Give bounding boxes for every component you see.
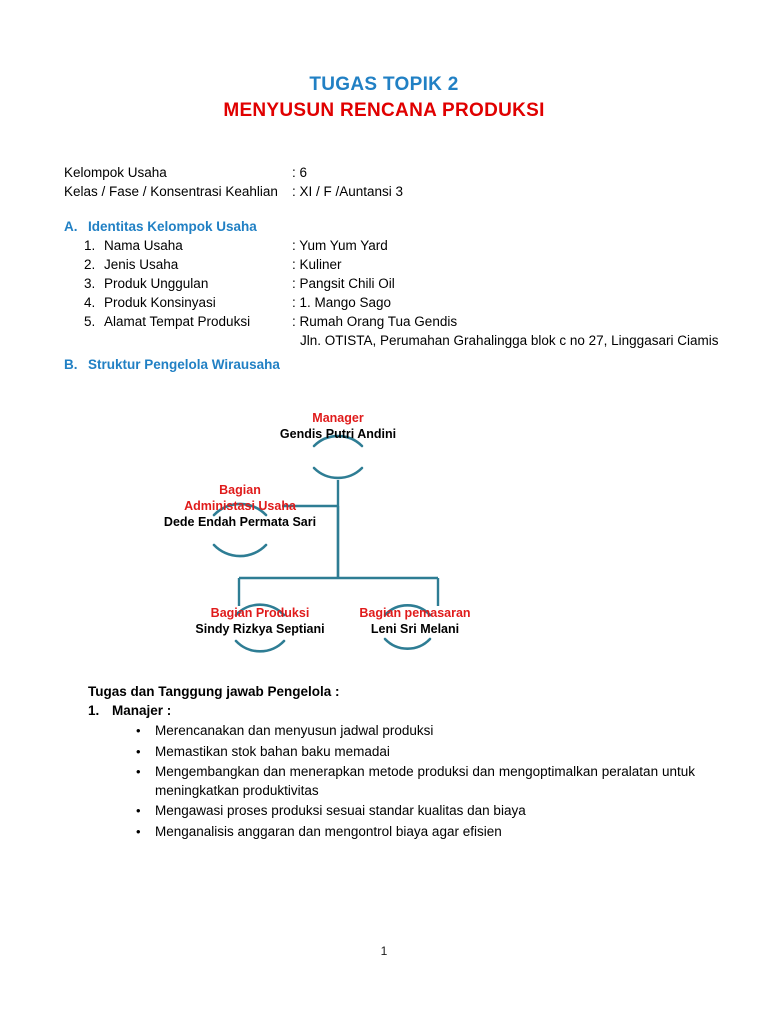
item-value: : 1. Mango Sago <box>292 295 392 310</box>
manager-node-arc-top <box>312 434 364 448</box>
section-a-heading: A. Identitas Kelompok Usaha <box>64 219 257 234</box>
meta-block: Kelompok Usaha : 6 Kelas / Fase / Konsen… <box>64 163 704 201</box>
bullet-text: Merencanakan dan menyusun jadwal produks… <box>155 723 434 738</box>
item-label: Produk Konsinyasi <box>104 295 216 310</box>
section-b-heading: B. Struktur Pengelola Wirausaha <box>64 357 280 372</box>
produksi-role: Bagian Produksi <box>210 606 310 620</box>
section-a-letter: A. <box>64 219 78 234</box>
section-a-title: Identitas Kelompok Usaha <box>88 219 257 234</box>
item-label: Produk Unggulan <box>104 276 209 291</box>
bullet-text: Menganalisis anggaran dan mengontrol bia… <box>155 823 502 839</box>
org-node-pemasaran: Bagian pemasaran Leni Sri Melani <box>327 605 503 637</box>
org-chart-lines <box>212 434 440 653</box>
meta-row: Kelas / Fase / Konsentrasi Keahlian : XI… <box>64 182 704 201</box>
list-item: 4. Produk Konsinyasi : 1. Mango Sago <box>84 293 704 312</box>
manager-node-arc-bottom <box>312 466 364 480</box>
admin-name: Dede Endah Permata Sari <box>163 515 317 529</box>
list-item: • Menganalisis anggaran dan mengontrol b… <box>88 823 698 842</box>
meta-value: : 6 <box>292 165 308 180</box>
title-line-1: TUGAS TOPIK 2 <box>309 74 459 95</box>
list-item: • Memastikan stok bahan baku memadai <box>88 743 698 762</box>
bullet-icon: • <box>136 743 141 759</box>
org-chart: Manager Gendis Putri Andini Bagian Admin… <box>0 382 768 672</box>
duties-title: Tugas dan Tanggung jawab Pengelola : <box>88 684 340 699</box>
item-number: 4. <box>84 295 96 310</box>
duties-role-label: Manajer : <box>112 703 172 718</box>
org-node-produksi: Bagian Produksi Sindy Rizkya Septiani <box>170 605 350 637</box>
item-label: Nama Usaha <box>104 238 183 253</box>
admin-node-arc-top <box>212 502 268 517</box>
admin-node-arc-bottom <box>212 543 268 558</box>
manager-name: Gendis Putri Andini <box>279 427 397 441</box>
meta-row: Kelompok Usaha : 6 <box>64 163 704 182</box>
produksi-node-arc-bottom <box>234 639 286 653</box>
item-value-second-line: Jln. OTISTA, Perumahan Grahalingga blok … <box>300 333 719 348</box>
meta-label: Kelas / Fase / Konsentrasi Keahlian <box>64 184 278 199</box>
document-title: TUGAS TOPIK 2 MENYUSUN RENCANA PRODUKSI <box>0 72 768 124</box>
duties-role-number: 1. <box>88 703 100 718</box>
item-number: 5. <box>84 314 96 329</box>
section-b-title: Struktur Pengelola Wirausaha <box>88 357 280 372</box>
admin-role-line-1: Bagian <box>219 483 261 497</box>
pemasaran-node-arc-bottom <box>383 637 432 650</box>
list-item: 5. Alamat Tempat Produksi : Rumah Orang T… <box>84 312 718 348</box>
meta-value: : XI / F /Auntansi 3 <box>292 184 404 199</box>
item-value: : Yum Yum Yard <box>292 238 388 253</box>
bullet-text: Memastikan stok bahan baku memadai <box>155 743 390 759</box>
title-line-2: MENYUSUN RENCANA PRODUKSI <box>223 100 545 121</box>
list-item: 3. Produk Unggulan : Pangsit Chili Oil <box>84 274 704 293</box>
list-item: • Merencanakan dan menyusun jadwal produ… <box>88 722 698 741</box>
produksi-name: Sindy Rizkya Septiani <box>195 622 325 636</box>
org-node-admin: Bagian Administasi Usaha Dede Endah Perm… <box>150 482 330 530</box>
duties-block: Tugas dan Tanggung jawab Pengelola : 1. M… <box>88 682 698 841</box>
item-value: : Rumah Orang Tua Gendis <box>292 314 458 329</box>
admin-role-line-2: Administasi Usaha <box>184 499 296 513</box>
identity-list: 1. Nama Usaha : Yum Yum Yard 2. Jenis Usah… <box>84 236 718 348</box>
bullet-text: Mengembangkan dan menerapkan metode prod… <box>155 764 695 798</box>
pemasaran-name: Leni Sri Melani <box>370 622 460 636</box>
item-value: : Kuliner <box>292 257 342 272</box>
manager-role: Manager <box>312 411 364 425</box>
item-number: 3. <box>84 276 96 291</box>
org-node-manager: Manager Gendis Putri Andini <box>238 410 438 442</box>
pemasaran-node-arc-top <box>383 604 432 617</box>
pemasaran-role: Bagian pemasaran <box>359 606 471 620</box>
meta-label: Kelompok Usaha <box>64 165 167 180</box>
list-item: 1. Nama Usaha : Yum Yum Yard <box>84 236 704 255</box>
list-item: • Mengawasi proses produksi sesuai stand… <box>88 802 698 821</box>
bullet-icon: • <box>136 823 141 839</box>
item-number: 2. <box>84 257 96 272</box>
item-value: : Pangsit Chili Oil <box>292 276 395 291</box>
item-label: Alamat Tempat Produksi <box>104 314 251 329</box>
page-number: 1 <box>380 944 388 958</box>
list-item: 2. Jenis Usaha : Kuliner <box>84 255 704 274</box>
section-b-letter: B. <box>64 357 78 372</box>
bullet-icon: • <box>136 723 141 738</box>
bullet-icon: • <box>136 764 141 779</box>
duties-bullet-list: • Merencanakan dan menyusun jadwal produ… <box>88 722 698 841</box>
list-item: • Mengembangkan dan menerapkan metode pr… <box>88 763 698 800</box>
duties-role-row: 1. Manajer : <box>88 701 698 720</box>
item-number: 1. <box>84 238 96 253</box>
item-label: Jenis Usaha <box>104 257 179 272</box>
bullet-icon: • <box>136 803 141 818</box>
bullet-text: Mengawasi proses produksi sesuai standar… <box>155 803 526 818</box>
produksi-node-arc-top <box>234 603 286 617</box>
